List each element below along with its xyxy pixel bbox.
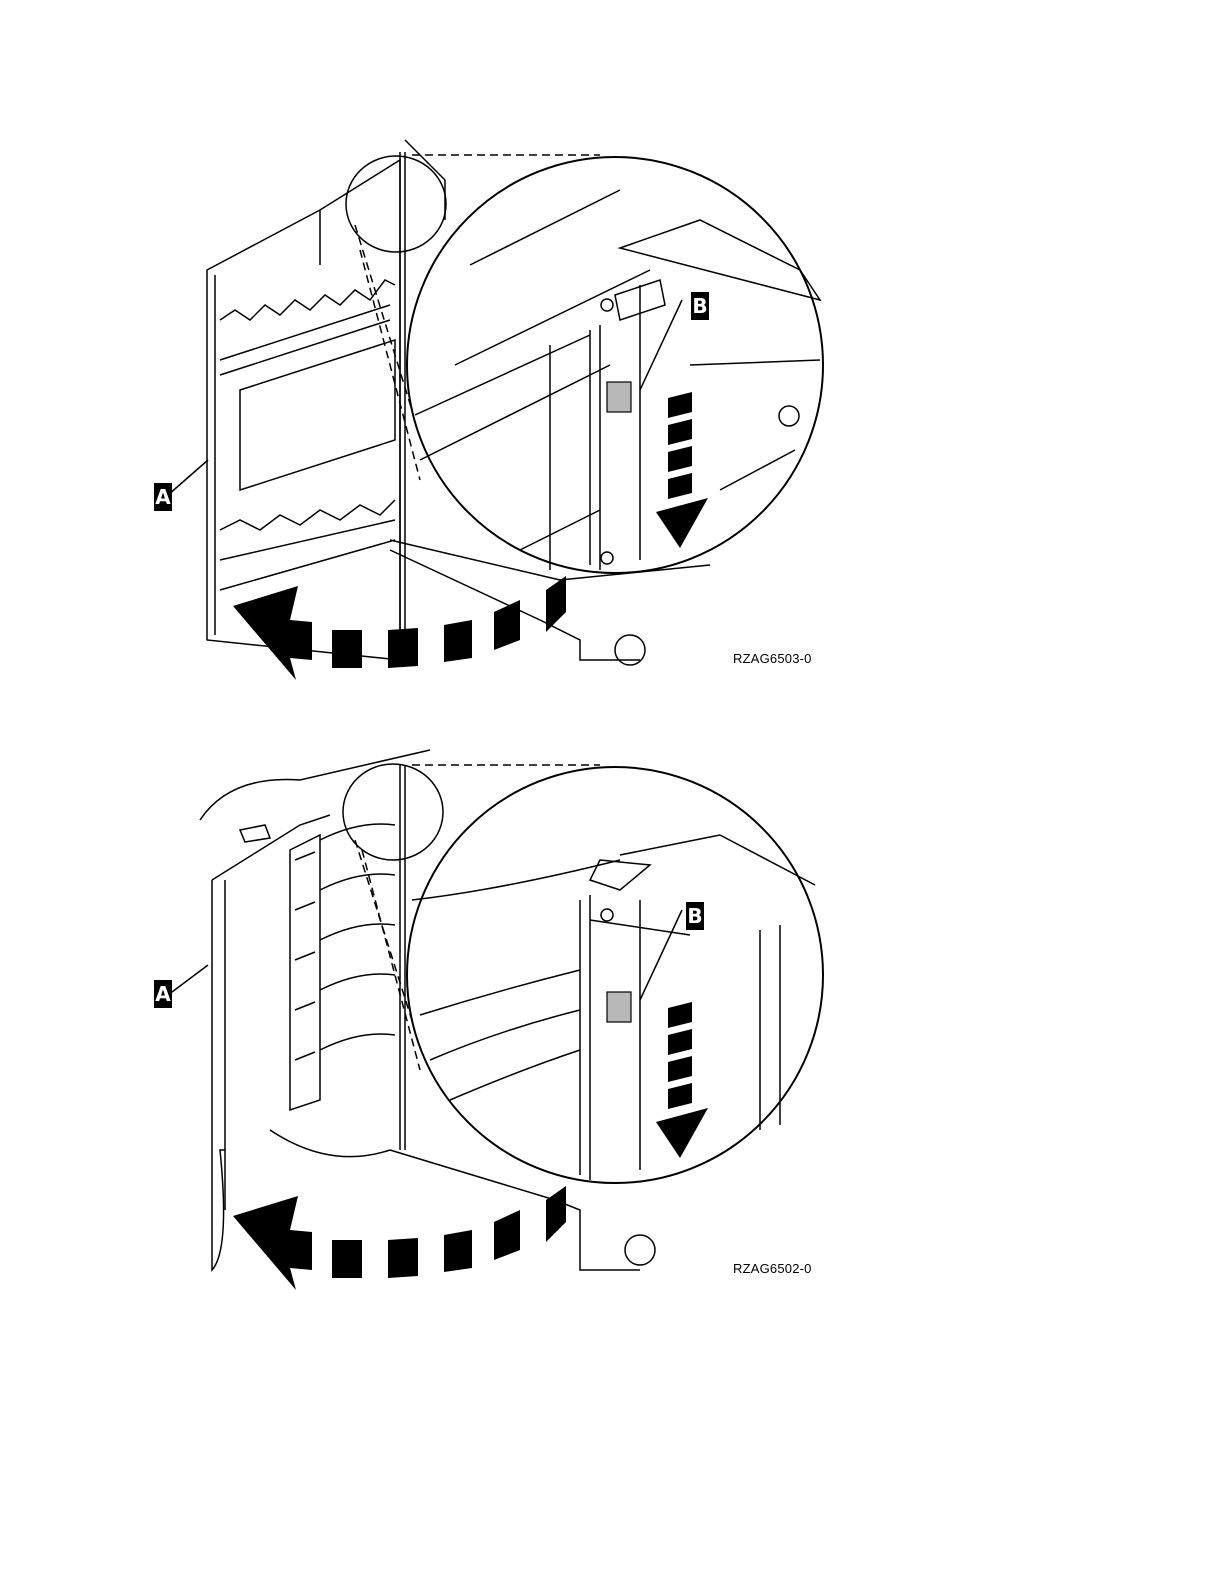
rack-door-illustration-2 — [0, 730, 1224, 1310]
figure-id: RZAG6502-0 — [733, 1261, 812, 1276]
rack-door-illustration-1 — [0, 120, 1224, 700]
callout-label: B — [691, 292, 709, 320]
figure-rack-door-2: A B RZAG6502-0 — [0, 730, 1224, 1310]
rotation-arrow-icon — [233, 1186, 566, 1290]
callout-label: A — [154, 483, 172, 511]
callout-label: A — [154, 980, 172, 1008]
magnifier-circle — [407, 157, 823, 573]
figure-id: RZAG6503-0 — [733, 651, 812, 666]
figure-rack-door-1: A B RZAG6503-0 — [0, 120, 1224, 700]
magnifier-circle — [407, 767, 823, 1183]
callout-label: B — [686, 902, 704, 930]
